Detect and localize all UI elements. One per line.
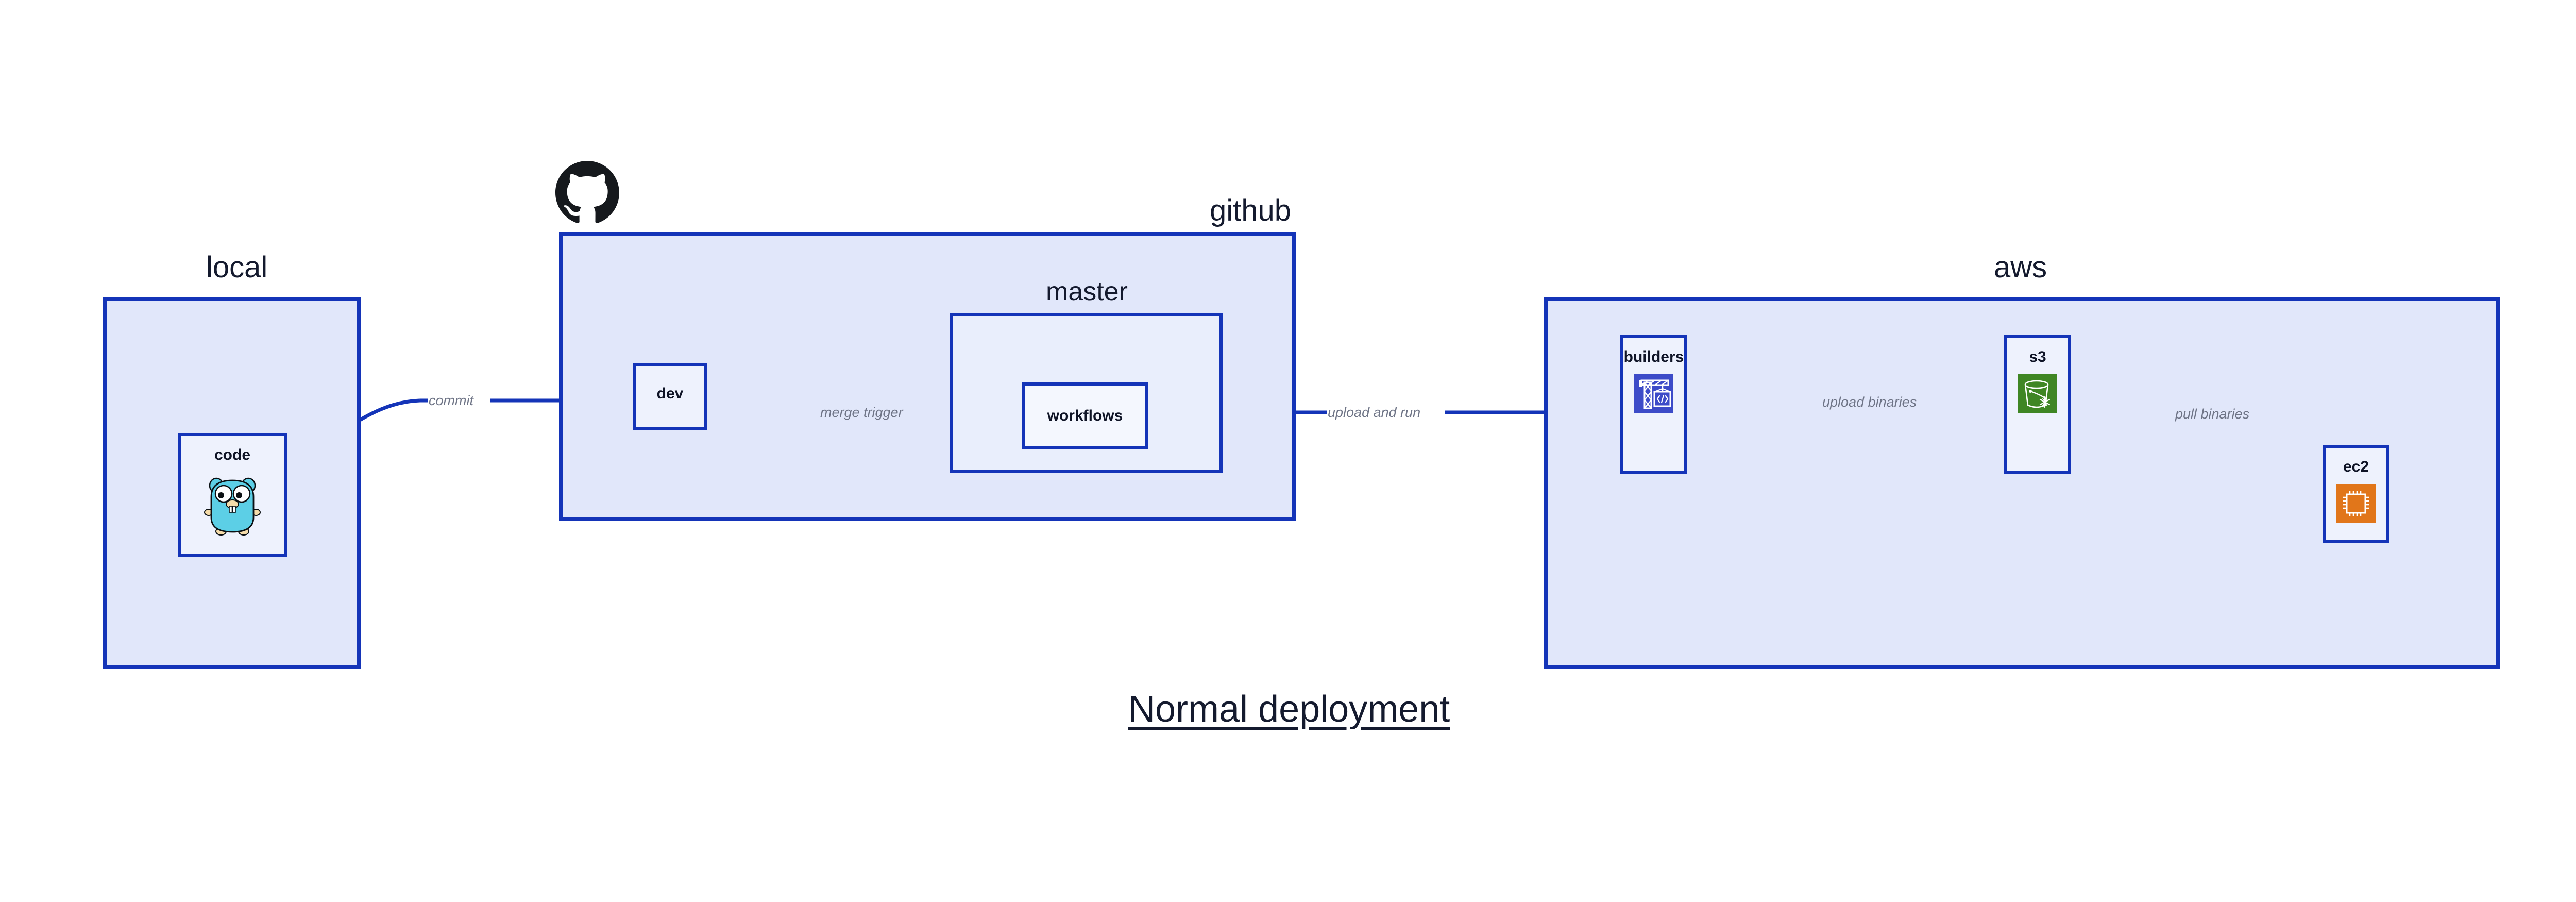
edge-label-merge-trigger: merge trigger xyxy=(820,405,903,420)
node-workflows-label: workflows xyxy=(1047,407,1123,424)
aws-s3-bucket-icon xyxy=(2018,374,2057,416)
node-s3[interactable]: s3 xyxy=(2004,335,2071,474)
node-s3-label: s3 xyxy=(2029,348,2046,365)
node-code[interactable]: code xyxy=(178,433,287,557)
diagram-caption: Normal deployment xyxy=(1128,689,1450,730)
edge-label-commit: commit xyxy=(429,393,473,408)
node-builders[interactable]: builders xyxy=(1620,335,1687,474)
node-dev[interactable]: dev xyxy=(633,363,707,430)
node-workflows[interactable]: workflows xyxy=(1022,382,1148,449)
go-gopher-icon xyxy=(204,472,261,539)
edge-label-upload-and-run: upload and run xyxy=(1328,405,1421,420)
subgroup-label-master: master xyxy=(1046,277,1128,307)
group-label-github: github xyxy=(1210,194,1292,227)
node-builders-label: builders xyxy=(1623,348,1684,365)
node-ec2[interactable]: ec2 xyxy=(2323,445,2389,543)
edge-label-upload-binaries: upload binaries xyxy=(1822,394,1917,410)
aws-ec2-chip-icon xyxy=(2336,484,2376,526)
node-code-label: code xyxy=(214,446,251,463)
edge-label-pull-binaries: pull binaries xyxy=(2175,406,2250,422)
node-ec2-label: ec2 xyxy=(2343,458,2369,475)
node-dev-label: dev xyxy=(656,385,684,402)
group-label-local: local xyxy=(206,250,268,284)
group-label-aws: aws xyxy=(1994,250,2047,284)
github-octocat-logo xyxy=(555,161,619,227)
aws-builders-crane-icon xyxy=(1634,374,1673,416)
